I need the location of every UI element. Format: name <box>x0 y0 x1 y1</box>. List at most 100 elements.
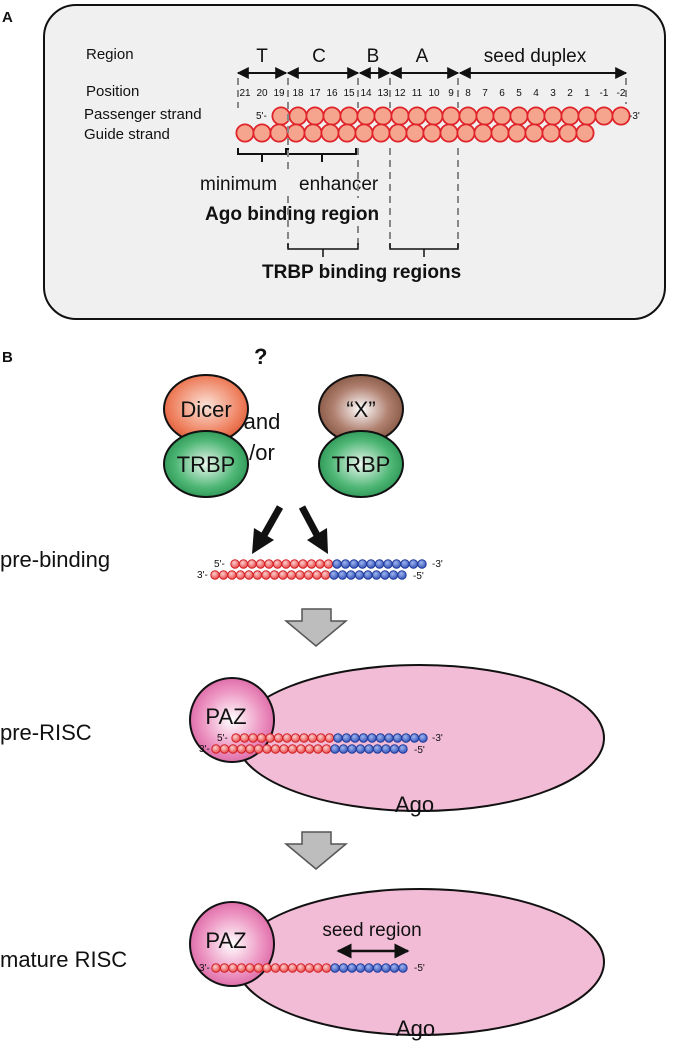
stage-prerisc-label: pre-RISC <box>0 720 92 745</box>
mature-3-end: 3'- <box>199 963 210 974</box>
mature-red-bead <box>245 963 255 973</box>
prebind-top-red-bead <box>315 559 325 569</box>
region-c-label: C <box>312 46 326 67</box>
position-7: 7 <box>482 88 488 99</box>
prebind-top-blue-bead <box>366 559 376 569</box>
guide-nucleotide <box>524 123 544 143</box>
position-1: 1 <box>584 88 590 99</box>
prerisc-top-blue-bead <box>401 733 411 743</box>
prerisc-top-blue-bead <box>384 733 394 743</box>
prebind-top-red-bead <box>306 559 317 569</box>
position-6: 6 <box>499 88 505 99</box>
prerisc-3-end-left: 3'- <box>199 744 210 755</box>
position-19: 19 <box>273 88 285 99</box>
prerisc-bot-blue-bead <box>355 744 366 754</box>
guide-nucleotide <box>269 123 289 143</box>
mature-blue-bead <box>372 963 383 973</box>
position-8: 8 <box>465 88 471 99</box>
mature-red-bead <box>219 963 230 973</box>
guide-nucleotide <box>354 123 374 143</box>
prerisc-top-blue-bead <box>350 733 360 743</box>
prebind-bot-red-bead <box>252 570 263 580</box>
prebind-top-blue-bead <box>417 559 427 569</box>
prebind-bot-red-bead <box>210 570 220 580</box>
guide-nucleotide <box>473 123 493 143</box>
seed-region-label: seed region <box>322 920 421 941</box>
prerisc-bot-red-bead <box>211 744 221 754</box>
passenger-nucleotide <box>322 106 342 126</box>
mature-red-bead <box>228 963 238 973</box>
prebind-bot-red-bead <box>218 570 229 580</box>
mature-blue-bead <box>355 963 366 973</box>
and-label: and <box>244 409 281 434</box>
guide-nucleotide <box>286 123 306 143</box>
guide-strand-label: Guide strand <box>84 126 170 143</box>
prerisc-bot-red-bead <box>304 744 315 754</box>
prebind-top-blue-bead <box>408 559 419 569</box>
passenger-nucleotide <box>611 106 631 126</box>
passenger-nucleotide <box>594 106 614 126</box>
prerisc-bot-red-bead <box>270 744 281 754</box>
passenger-nucleotide <box>441 106 461 126</box>
prebind-top-red-bead <box>272 559 283 569</box>
prebind-bot-blue-bead <box>363 570 373 580</box>
guide-nucleotide <box>490 123 510 143</box>
prebind-top-red-bead <box>323 559 334 569</box>
prerisc-5-end: 5'- <box>217 733 228 744</box>
prebind-top-blue-bead <box>340 559 351 569</box>
region-a-label: A <box>416 46 429 67</box>
mature-red-bead <box>321 963 332 973</box>
prebind-bot-blue-bead <box>346 570 356 580</box>
prebind-top-blue-bead <box>349 559 359 569</box>
position-17: 17 <box>309 88 321 99</box>
guide-nucleotide <box>303 123 323 143</box>
prebinding-5-end: 5'- <box>214 559 225 570</box>
prebind-bot-red-bead <box>261 570 271 580</box>
prebind-top-red-bead <box>281 559 291 569</box>
passenger-nucleotide <box>288 106 308 126</box>
prerisc-top-blue-bead <box>409 733 420 743</box>
prerisc-5-end-right: -5' <box>414 745 425 756</box>
prebind-bot-red-bead <box>235 570 246 580</box>
trbp-bracket-left <box>287 243 359 257</box>
prebind-bot-blue-bead <box>371 570 382 580</box>
ago-binding-region-label: Ago binding region <box>205 204 379 225</box>
passenger-5-end: 5'- <box>256 111 267 122</box>
guide-nucleotide <box>252 123 272 143</box>
prebind-bot-blue-bead <box>354 570 365 580</box>
position-row-label: Position <box>86 83 139 100</box>
mature-red-bead <box>287 963 298 973</box>
prebinding-5-end-right: -5' <box>413 571 424 582</box>
passenger-nucleotide <box>339 106 359 126</box>
prebinding-3-end-left: 3'- <box>197 570 208 581</box>
guide-nucleotide <box>388 123 408 143</box>
guide-nucleotide <box>337 123 357 143</box>
panel-b-label: B <box>2 349 13 366</box>
ago-label-mature: Ago <box>396 1016 435 1041</box>
prerisc-bot-blue-bead <box>381 744 391 754</box>
prerisc-top-blue-bead <box>333 733 343 743</box>
prebind-top-red-bead <box>238 559 249 569</box>
passenger-nucleotide <box>407 106 427 126</box>
prerisc-top-blue-bead <box>418 733 428 743</box>
prerisc-top-red-bead <box>316 733 326 743</box>
passenger-nucleotide <box>356 106 376 126</box>
or-label: /or <box>249 440 275 465</box>
prebind-bot-blue-bead <box>337 570 348 580</box>
minimum-bracket <box>237 148 287 162</box>
mature-5-end: -5' <box>414 963 425 974</box>
position-13: 13 <box>377 88 389 99</box>
prebind-top-blue-bead <box>357 559 368 569</box>
prebind-top-blue-bead <box>400 559 410 569</box>
position-21: 21 <box>239 88 251 99</box>
stage-prebinding-label: pre-binding <box>0 547 110 572</box>
trbp-binding-regions-label: TRBP binding regions <box>262 262 461 283</box>
guide-nucleotide <box>439 123 459 143</box>
prebind-bot-blue-bead <box>329 570 339 580</box>
prerisc-bot-blue-bead <box>338 744 349 754</box>
guide-nucleotide <box>371 123 391 143</box>
mature-blue-bead <box>347 963 357 973</box>
prerisc-bot-blue-bead <box>364 744 374 754</box>
passenger-nucleotide <box>509 106 529 126</box>
